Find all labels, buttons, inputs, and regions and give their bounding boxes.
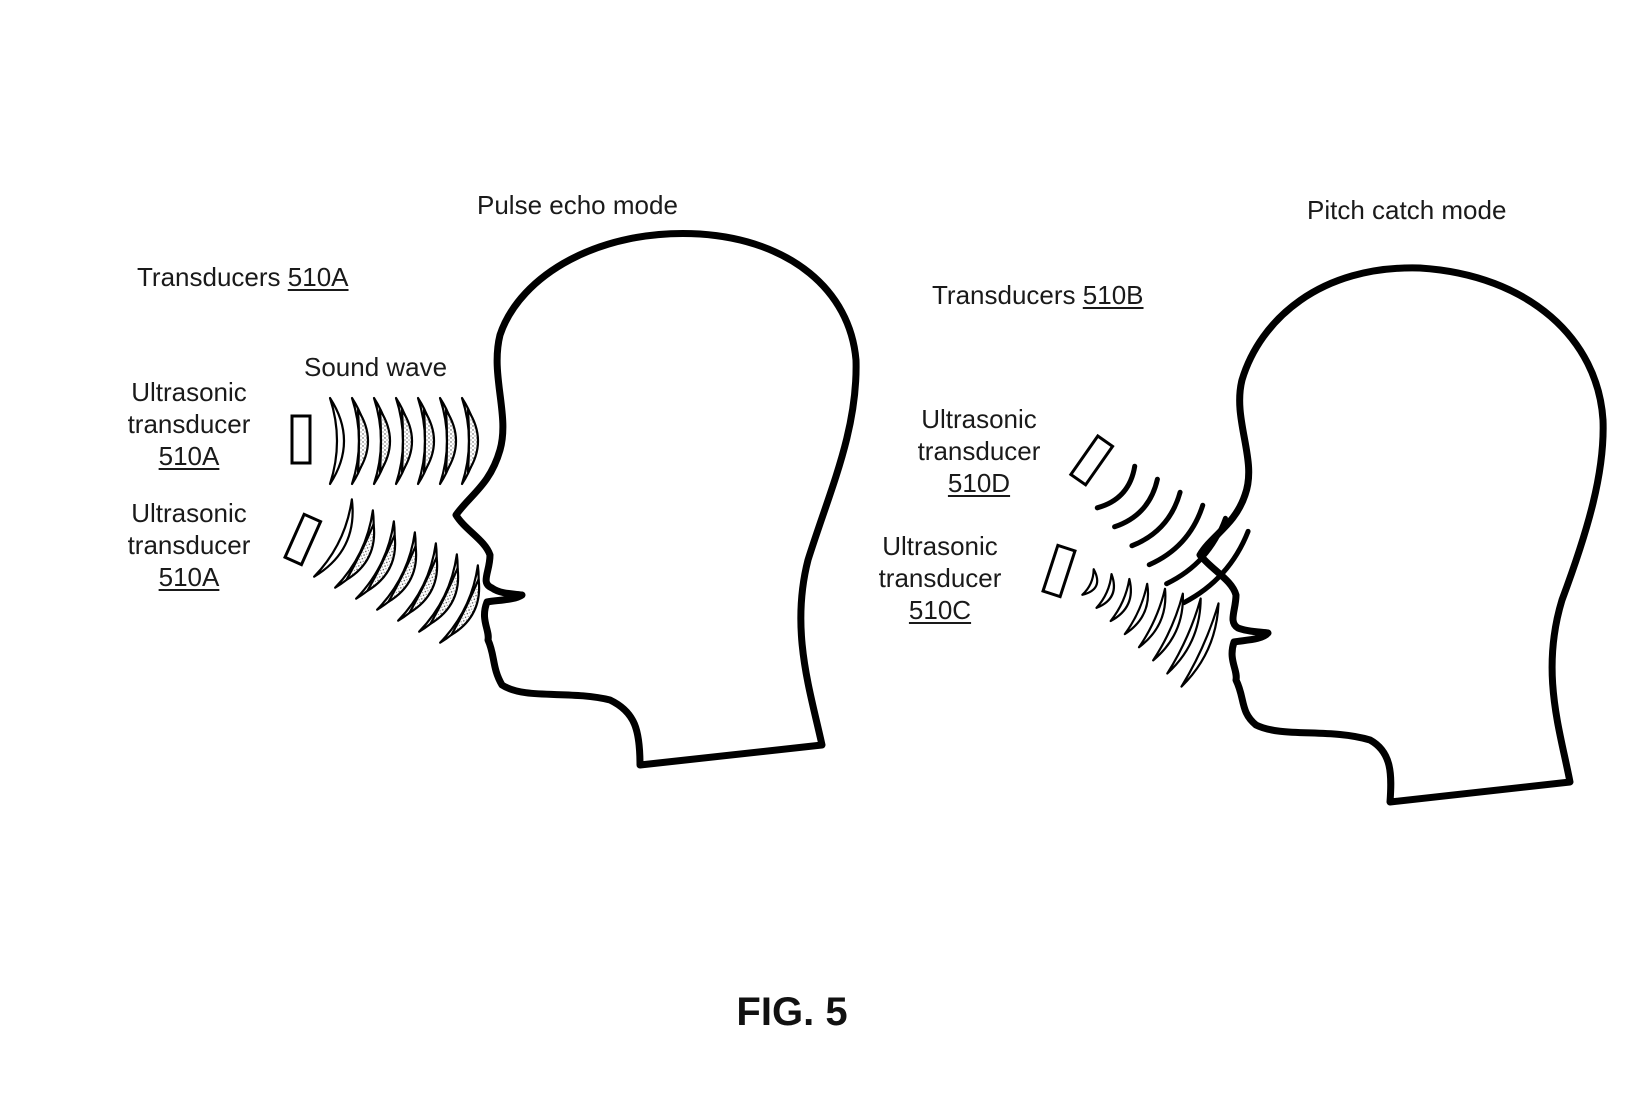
sound-wave-stippled-lens — [345, 523, 376, 581]
sound-wave-crescent — [1180, 602, 1220, 688]
sound-wave-stippled-lens — [400, 408, 413, 474]
sound-wave-stippled-lens — [450, 578, 481, 636]
left-group-label: Transducers 510A — [137, 261, 349, 293]
label-line1: Ultrasonic — [921, 404, 1037, 434]
sound-wave-stippled-lens — [466, 408, 479, 474]
sound-wave-label: Sound wave — [304, 352, 448, 382]
sound-wave-stippled-lens — [444, 408, 457, 474]
left-head-outline — [452, 229, 860, 769]
label-line1: Ultrasonic — [882, 531, 998, 561]
transducer-510c-element — [1041, 543, 1077, 599]
right-head-outline — [1196, 264, 1607, 806]
transducer-510a-top-element — [290, 414, 312, 465]
sound-wave-stippled-lens — [378, 408, 391, 474]
label-line2: transducer — [127, 530, 251, 560]
sound-wave-arc — [1129, 489, 1183, 549]
label-ref: 510D — [947, 468, 1011, 498]
sound-wave-group-left-top — [328, 396, 479, 486]
sound-wave-stippled-lens — [429, 567, 460, 625]
label-line1: Ultrasonic — [131, 377, 247, 407]
label-ref: 510C — [908, 595, 972, 625]
sound-wave-crescent — [1095, 572, 1116, 610]
left-group-label-text: Transducers — [137, 262, 281, 292]
sound-wave-stippled-lens — [422, 408, 435, 474]
sound-wave-group-right-bottom — [1081, 568, 1220, 688]
sound-wave-arc — [1164, 515, 1228, 587]
sound-wave-arc — [1146, 502, 1206, 568]
sound-wave-outer-arc — [328, 396, 346, 486]
sound-wave-crescent — [1152, 592, 1184, 662]
left-group-ref: 510A — [287, 262, 349, 292]
sound-wave-outer-arc — [313, 498, 354, 578]
left-transducer-bottom-label: Ultrasonic transducer 510A — [128, 497, 251, 593]
sound-wave-stippled-lens — [387, 545, 418, 603]
sound-wave-arc — [1181, 528, 1251, 606]
right-transducer-bottom-label: Ultrasonic transducer 510C — [879, 530, 1002, 626]
sound-wave-crescent — [1123, 582, 1150, 636]
label-ref: 510A — [158, 441, 220, 471]
label-line2: transducer — [878, 563, 1002, 593]
right-group-label: Transducers 510B — [932, 279, 1144, 311]
transducer-510d-element — [1068, 433, 1115, 487]
sound-wave-crescent — [1109, 577, 1132, 623]
label-line2: transducer — [127, 409, 251, 439]
transducer-510a-bottom-element — [283, 512, 323, 567]
left-mode-title: Pulse echo mode — [477, 190, 678, 220]
sound-wave-crescent — [1137, 587, 1167, 649]
sound-wave-arc — [1094, 463, 1138, 511]
sound-wave-stippled-lens — [356, 408, 369, 474]
label-ref: 510A — [158, 562, 220, 592]
label-line2: transducer — [917, 436, 1041, 466]
sound-wave-group-right-top — [1094, 463, 1251, 606]
right-group-ref: 510B — [1082, 280, 1144, 310]
sound-wave-crescent — [1081, 568, 1099, 596]
sound-wave-stippled-lens — [366, 534, 397, 592]
sound-wave-stippled-lens — [408, 556, 439, 614]
label-line1: Ultrasonic — [131, 498, 247, 528]
right-mode-title: Pitch catch mode — [1307, 195, 1507, 225]
right-group-label-text: Transducers — [932, 280, 1076, 310]
left-transducer-top-label: Ultrasonic transducer 510A — [128, 376, 251, 472]
sound-wave-group-left-bottom — [313, 498, 481, 644]
right-transducer-top-label: Ultrasonic transducer 510D — [918, 403, 1041, 499]
sound-wave-crescent — [1166, 597, 1202, 675]
figure-number: FIG. 5 — [736, 990, 848, 1034]
sound-wave-arc — [1112, 476, 1160, 530]
